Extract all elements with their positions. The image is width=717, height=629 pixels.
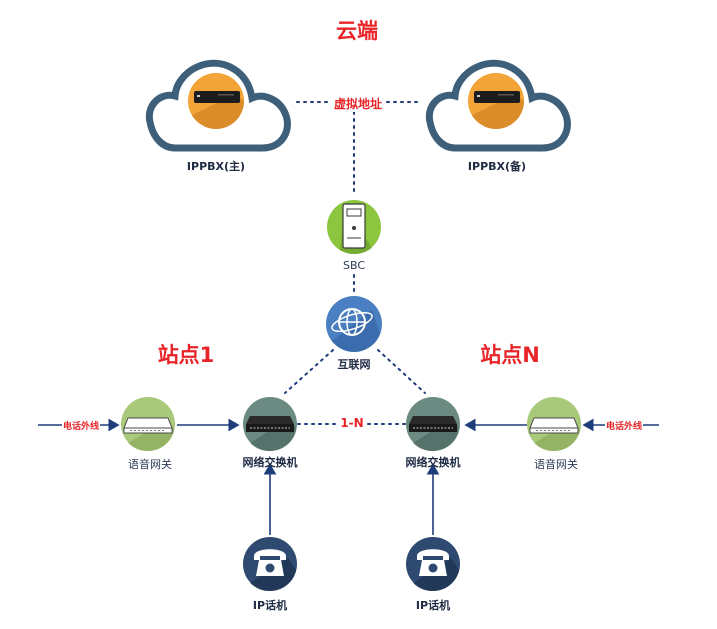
site-n-label: 站点N	[480, 343, 540, 367]
phone-icon	[243, 537, 297, 592]
site-1-label: 站点1	[157, 343, 215, 367]
pstn-right-label: 电话外线	[604, 419, 644, 432]
voice-gateway-right-label: 语音网关	[534, 458, 578, 471]
pstn-left-label: 电话外线	[61, 419, 101, 432]
ippbx-main-label: IPPBX(主)	[186, 160, 246, 173]
diagram-title: 云端	[336, 19, 378, 43]
voice-gateway-left-label: 语音网关	[128, 458, 172, 471]
sbc-label: SBC	[342, 259, 366, 272]
switch-icon	[243, 397, 297, 452]
ippbx-backup-label: IPPBX(备)	[467, 160, 527, 173]
phone-right-label: IP话机	[415, 599, 451, 612]
dotted-links	[284, 101, 426, 425]
pbx-device-icon	[188, 73, 244, 129]
gateway-icon	[121, 397, 175, 452]
internet-label: 互联网	[337, 358, 371, 371]
link-count-label: 1-N	[340, 416, 364, 430]
globe-icon	[326, 296, 382, 352]
pbx-device-icon	[468, 73, 524, 129]
switch-left-label: 网络交换机	[242, 456, 298, 469]
gateway-icon	[527, 397, 581, 452]
solid-links	[38, 418, 659, 535]
switch-right-label: 网络交换机	[405, 456, 461, 469]
phone-left-label: IP话机	[252, 599, 288, 612]
switch-icon	[406, 397, 460, 452]
virtual-address-label: 虚拟地址	[331, 95, 385, 112]
sbc-server-icon	[327, 200, 381, 255]
phone-icon	[406, 537, 460, 592]
